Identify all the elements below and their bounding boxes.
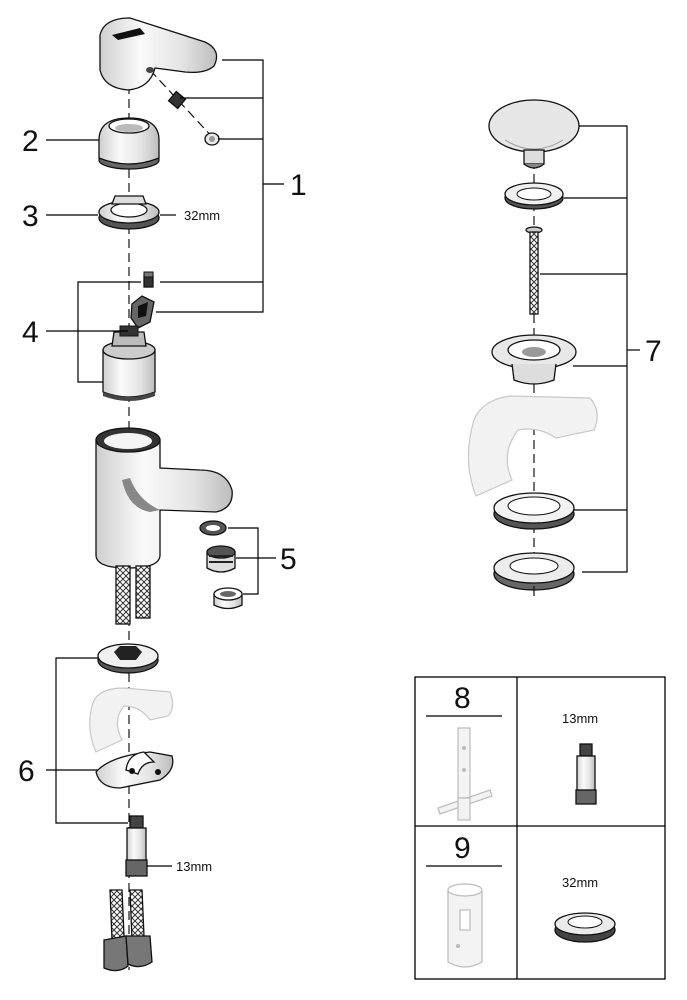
hose-connector [125, 815, 148, 877]
screw-axis [149, 69, 216, 141]
threaded-rod [525, 226, 543, 315]
callout-6: 6 [18, 755, 35, 788]
leader-lines-right [540, 125, 640, 573]
sleeve-tool [447, 883, 483, 968]
cartridge-screw [143, 271, 154, 288]
ghost-basin-left [89, 687, 174, 753]
aerator-housing [213, 587, 243, 610]
waste-body-nut [493, 552, 575, 596]
waste-gasket [493, 492, 575, 530]
grub-screw [167, 90, 187, 110]
valve-13mm-part [575, 743, 597, 805]
callout-3: 3 [22, 200, 39, 233]
leader-lines-left [46, 59, 284, 867]
t-key-tool [437, 727, 493, 821]
callout-5: 5 [280, 543, 297, 576]
ghost-basin-right [467, 395, 598, 497]
lever-handle [99, 17, 218, 91]
tap-body [95, 427, 233, 569]
callout-4: 4 [22, 316, 39, 349]
flex-hoses-upper [115, 565, 151, 625]
flex-hoses-lower [103, 889, 153, 972]
callout-8: 8 [454, 682, 471, 715]
cartridge-nut [98, 195, 160, 230]
waste-flange [491, 334, 577, 385]
fixing-plate [97, 643, 159, 674]
callout-2: 2 [22, 125, 39, 158]
cartridge [102, 325, 156, 401]
pop-up-plug-cap [488, 99, 580, 169]
cover-cap [98, 117, 160, 170]
callout-7: 7 [645, 335, 662, 368]
valve-size-label: 13mm [176, 859, 212, 874]
callout-1: 1 [290, 169, 307, 202]
nut-32mm-part [554, 912, 616, 943]
plug-ring [504, 182, 564, 210]
nut-size-label: 32mm [184, 208, 220, 223]
tool-valve-size-label: 13mm [562, 711, 598, 726]
aerator-insert [206, 545, 236, 573]
adapter-piece [130, 295, 155, 329]
callout-9: 9 [454, 832, 471, 865]
aerator-washer [199, 520, 227, 536]
tool-nut-size-label: 32mm [562, 875, 598, 890]
fixing-horseshoe [95, 751, 174, 789]
screw-cap [204, 132, 220, 146]
